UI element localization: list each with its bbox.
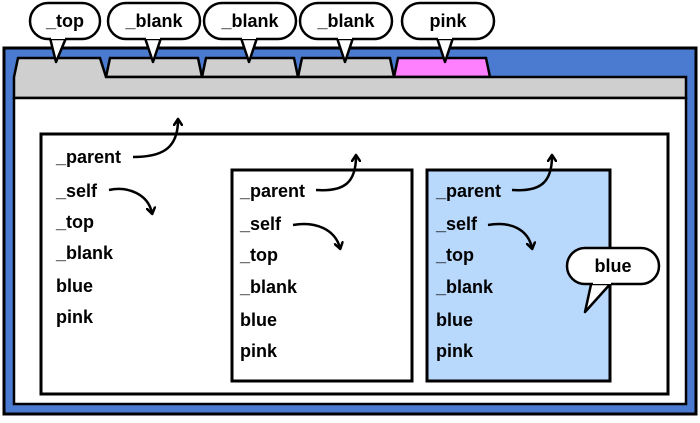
link-top[interactable]: _top [55,212,94,232]
tab-top-active[interactable] [12,56,688,100]
tab-bubble-top: _top [28,1,102,64]
link-parent[interactable]: _parent [239,181,305,201]
self-arrow [292,222,340,248]
tab-bar [104,56,492,79]
tab-bubble-pink: pink [400,1,496,64]
link-pink[interactable]: pink [56,307,94,327]
link-pink[interactable]: pink [436,341,474,361]
link-top[interactable]: _top [435,245,474,265]
tab-bubble-blank-1: _blank [106,1,202,64]
inner-blue-links: _parent _self _top _blank blue pink [435,156,552,361]
frame-name-label: blue [594,256,631,276]
self-arrow [108,187,152,213]
tab-bubble-label: pink [429,11,467,31]
link-blank[interactable]: _blank [239,277,298,297]
link-parent[interactable]: _parent [435,181,501,201]
link-self[interactable]: _self [435,214,478,234]
tab-pink[interactable] [392,56,492,79]
parent-arrow [132,120,178,159]
tab-bubble-label: _blank [316,11,375,31]
link-blue[interactable]: blue [240,310,277,330]
link-blue[interactable]: blue [436,310,473,330]
inner-white-links: _parent _self _top _blank blue pink [239,156,356,361]
self-arrow [487,222,532,248]
link-blue[interactable]: blue [56,276,93,296]
link-top[interactable]: _top [239,245,278,265]
tab-bubble-blank-2: _blank [202,1,298,64]
link-self[interactable]: _self [239,214,282,234]
tab-bubble-blank-3: _blank [298,1,394,64]
link-parent[interactable]: _parent [55,147,121,167]
link-blank[interactable]: _blank [55,243,114,263]
link-blank[interactable]: _blank [435,277,494,297]
parent-arrow [315,156,356,192]
outer-frame-links: _parent _self _top _blank blue pink [55,120,178,327]
tab-bubble-label: _blank [124,11,183,31]
tab-bubble-label: _blank [220,11,279,31]
inner-frame-white [230,168,414,383]
tab-label-bubbles: _top _blank _blank _blank pink [28,1,496,64]
frame-name-bubble-blue: blue [565,246,661,314]
link-pink[interactable]: pink [240,341,278,361]
parent-arrow [511,156,552,192]
link-self[interactable]: _self [55,181,98,201]
tab-bubble-label: _top [45,11,84,31]
